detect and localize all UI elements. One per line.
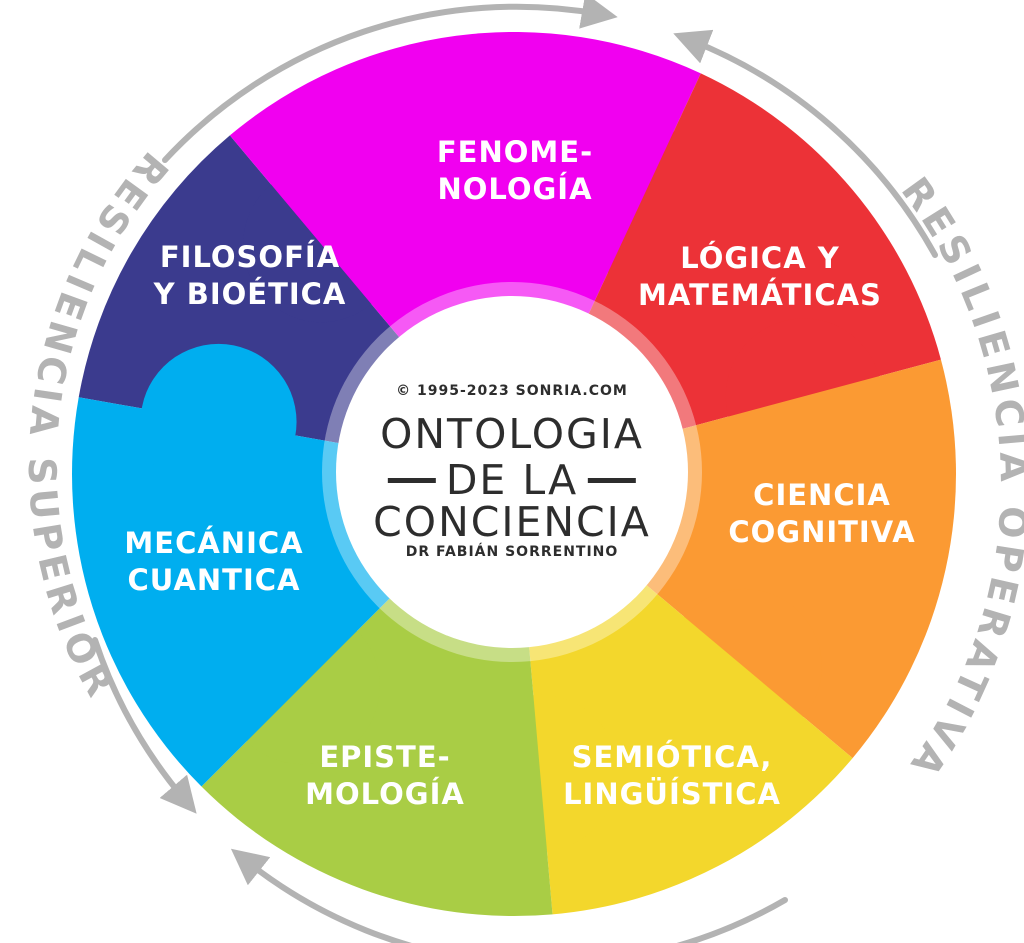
- dash-left: [387, 477, 436, 483]
- author: DR FABIÁN SORRENTINO: [405, 544, 619, 560]
- arrow-bottom: [230, 848, 788, 943]
- title-line-1: ONTOLOGIA: [380, 410, 644, 458]
- puzzle-segments: [72, 31, 957, 917]
- title-line-2: DE LA: [387, 456, 637, 504]
- title-line-2-text: DE LA: [445, 456, 579, 504]
- arrow-top-left: [162, 0, 618, 163]
- arrow-bottom-left: [92, 637, 197, 814]
- segment-fenomenologia: [229, 31, 701, 474]
- segment-label-fenomenologia: FENOME-NOLOGÍA: [436, 135, 594, 206]
- center-disc: [336, 296, 688, 648]
- arrow-top-right: [673, 29, 938, 258]
- segment-label-epistemologia: EPISTE-MOLOGÍA: [305, 740, 465, 811]
- title-line-3: CONCIENCIA: [373, 498, 651, 546]
- copyright: © 1995-2023 SONRIA.COM: [396, 383, 628, 399]
- dash-right: [588, 477, 637, 483]
- segment-label-semiotica: SEMIÓTICA,LINGÜÍSTICA: [563, 740, 781, 811]
- puzzle-knob-mecanica: [140, 343, 297, 500]
